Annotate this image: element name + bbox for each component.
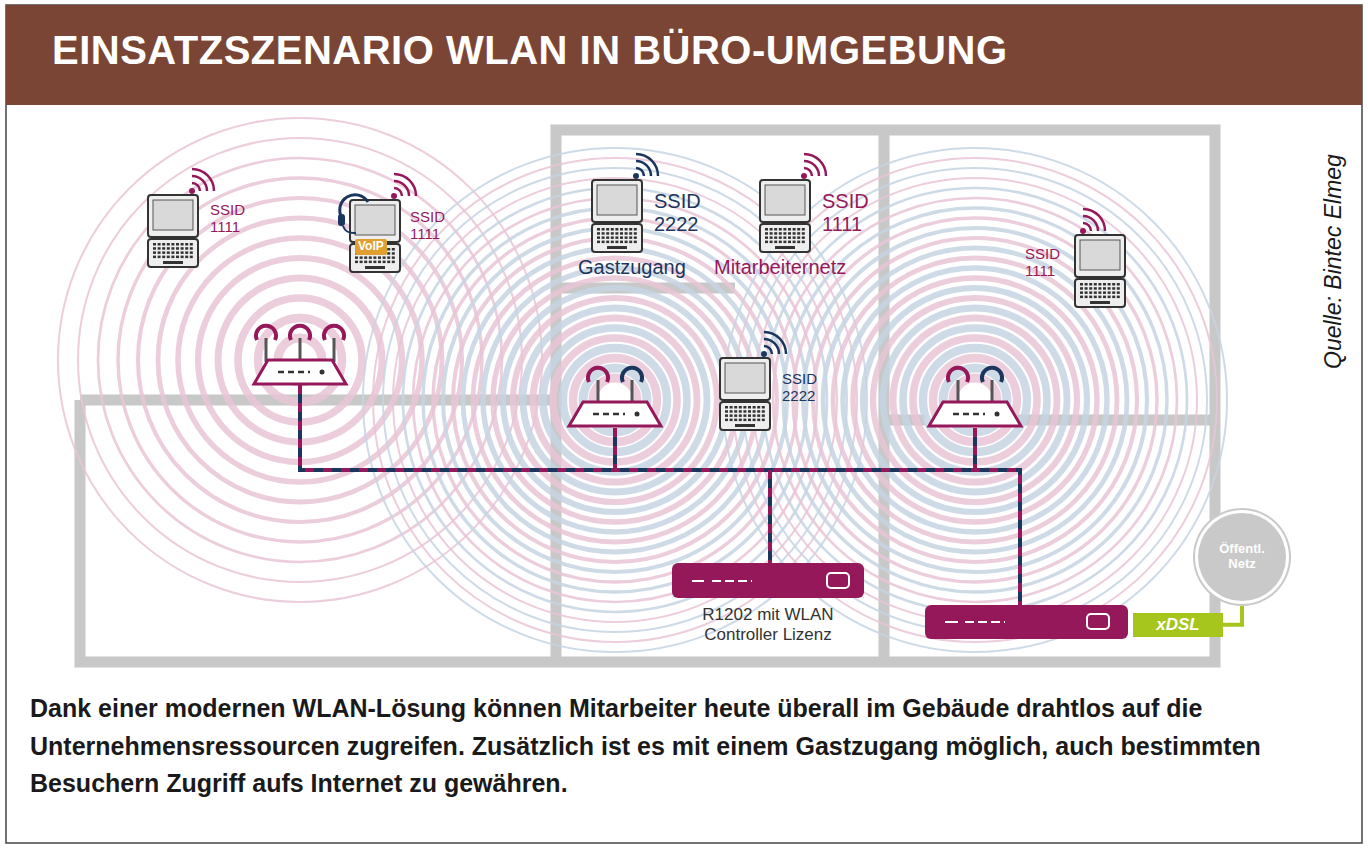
ssid-label: SSID 2222 (782, 370, 828, 405)
coverage-ring (813, 238, 1137, 562)
title-bar (6, 5, 1362, 105)
laptop-icon (592, 150, 652, 260)
dsl-router (925, 605, 1128, 639)
router-port (1087, 614, 1109, 629)
ssid-label: SSID 1111 (210, 201, 256, 236)
client-laptop: VoIP SSID 1111 (350, 200, 456, 272)
access-point (569, 368, 661, 426)
coverage-ring (363, 148, 867, 652)
box-label: xDSL (1143, 615, 1213, 635)
coverage-ring (393, 178, 837, 622)
coverage-ring (753, 178, 1197, 622)
coverage-ring (883, 308, 1067, 492)
laptop-icon (1075, 205, 1135, 315)
laptop-icon (760, 150, 820, 260)
lan-wire (300, 385, 1020, 605)
access-point (929, 368, 1021, 426)
controller-router (672, 563, 864, 598)
network-circle: Öffentl. Netz (1198, 513, 1286, 601)
coverage-ring (763, 188, 1187, 612)
coverage-ring (853, 278, 1097, 522)
router-led (945, 621, 958, 623)
dsl-line (1223, 606, 1242, 625)
coverage-ring (138, 198, 462, 522)
building-walls (80, 130, 1215, 662)
coverage-ring (793, 218, 1157, 582)
source-note: Quelle: Bintec Elmeg (1320, 147, 1347, 377)
lan-wire (973, 428, 977, 470)
coverage-ring (483, 268, 747, 532)
coverage-ring (473, 258, 757, 542)
router-led (965, 621, 1005, 623)
ssid-label: SSID 1111 (1025, 245, 1071, 280)
coverage-ring (823, 248, 1127, 552)
lan-wires (300, 385, 1020, 605)
coverage-ring (503, 288, 727, 512)
caption: Dank einer modernen WLAN-Lösung können M… (30, 690, 1340, 803)
device-label: R1202 mit WLAN Controller Lizenz (672, 605, 864, 644)
coverage-ring (493, 278, 737, 522)
wlan-controller: R1202 mit WLAN Controller Lizenz (672, 563, 864, 645)
laptop-icon (148, 165, 208, 275)
coverage-ring (843, 268, 1107, 532)
lan-wire (768, 470, 772, 563)
access-points (254, 326, 1021, 426)
lan-wire (613, 428, 617, 470)
coverage-ring (903, 328, 1047, 472)
network-name: Gastzugang (578, 256, 686, 279)
network-name: Mitarbeiternetz (714, 256, 846, 279)
lan-wire (768, 470, 772, 563)
laptop-icon (720, 328, 780, 438)
coverage-ring (443, 228, 787, 572)
radio-coverage (58, 118, 1227, 652)
coverage-ring (543, 328, 687, 472)
client-laptop: SSID 1111Mitarbeiternetz (760, 180, 880, 279)
ssid-label: SSID 1111 (410, 208, 456, 243)
client-laptop: SSID 2222 (720, 358, 828, 430)
client-laptop: SSID 1111 (148, 195, 256, 267)
coverage-ring (863, 288, 1087, 512)
coverage-ring (453, 238, 777, 562)
ssid-label: SSID 1111 (822, 190, 880, 236)
frame (6, 5, 1362, 843)
title: EINSATZSZENARIO WLAN IN BÜRO-UMGEBUNG (52, 28, 1008, 73)
access-point (254, 326, 346, 384)
coverage-ring (803, 228, 1147, 572)
lan-wire (300, 385, 1020, 605)
coverage-ring (403, 188, 827, 612)
voip-badge: VoIP (355, 239, 387, 255)
ssid-label: SSID 2222 (654, 190, 712, 236)
lan-wire (973, 428, 977, 470)
lan-wire (613, 428, 617, 470)
box-label: Öffentl. Netz (1207, 542, 1277, 572)
client-laptop: SSID 2222Gastzugang (592, 180, 712, 279)
client-laptop: SSID 1111 (1075, 235, 1127, 307)
coverage-ring (893, 318, 1057, 482)
laptop-icon (350, 170, 410, 280)
coverage-ring (523, 308, 707, 492)
link-box: xDSL (1133, 613, 1223, 637)
coverage-ring (533, 318, 697, 482)
